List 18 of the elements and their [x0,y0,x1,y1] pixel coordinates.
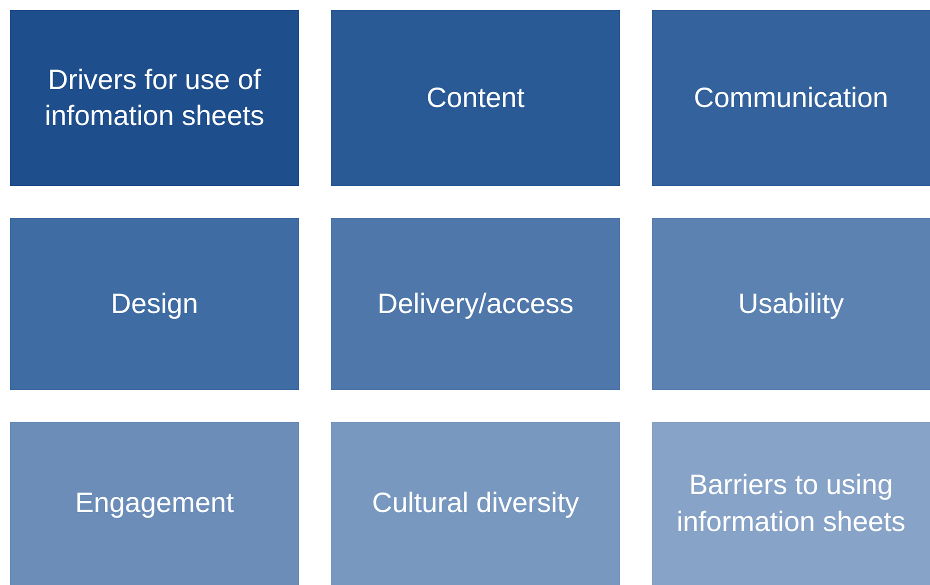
topic-box [652,218,930,390]
topic-label: Usability [738,286,844,321]
topic-box [10,10,299,186]
topic-box [10,218,299,390]
topic-label: Delivery/access [377,286,574,321]
topic-box [331,422,620,585]
topic-box [331,10,620,186]
topic-label: Engagement [75,486,234,520]
topic-box [652,422,930,585]
topic-label: Barriers to using information sheets [676,468,906,538]
topic-label: Drivers for use of infomation sheets [44,62,266,133]
topic-label: Communication [694,80,888,115]
topic-box [10,422,299,585]
topic-label: Design [110,286,198,321]
topic-box [652,10,930,186]
topic-box [331,218,620,390]
topic-label: Content [426,80,525,115]
topic-label: Cultural diversity [372,486,579,520]
